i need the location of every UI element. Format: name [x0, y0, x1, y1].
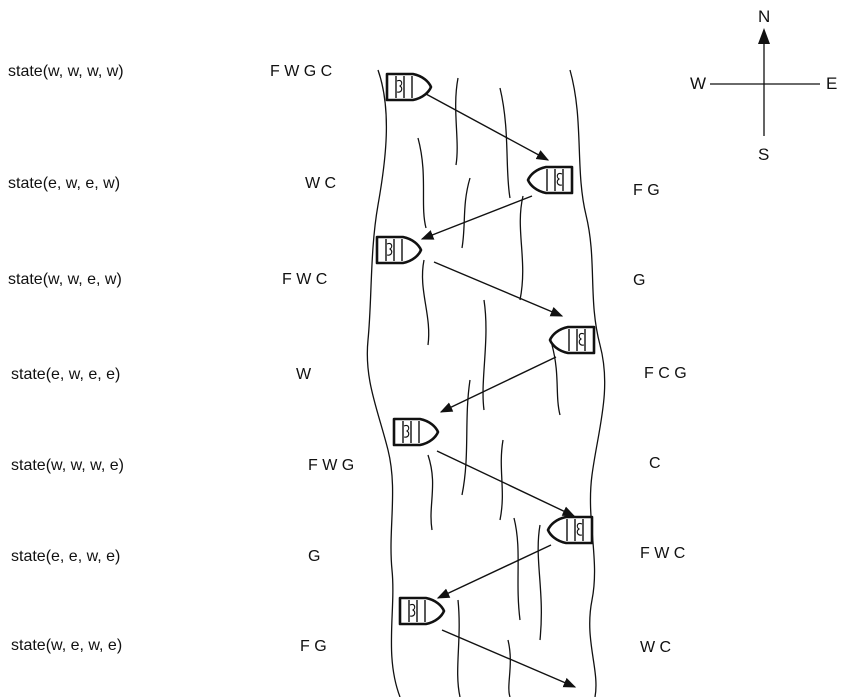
crossing-arrow — [420, 195, 533, 240]
compass-west-label: W — [690, 74, 707, 93]
state-label: state(w, w, w, e) — [11, 457, 124, 474]
boat-icon — [398, 596, 446, 626]
west-bank-occupants: W — [296, 366, 312, 383]
state-label: state(w, e, w, e) — [11, 637, 123, 654]
boat-icon — [392, 417, 440, 447]
west-bank-occupants: F W G C — [270, 63, 333, 80]
state-label: state(w, w, e, w) — [8, 271, 122, 288]
river-west-bank — [366, 69, 401, 697]
east-bank-occupants: F G — [633, 182, 660, 199]
current-line — [455, 77, 459, 166]
west-bank-occupants: F W G — [308, 457, 355, 474]
east-bank-occupants: F W C — [640, 545, 686, 562]
compass-north-label: N — [758, 7, 771, 26]
crossing-arrow — [425, 93, 550, 161]
boat-icon — [385, 72, 433, 102]
current-line — [427, 454, 434, 531]
boats — [375, 72, 596, 626]
east-bank-occupants: G — [633, 272, 646, 289]
boat-icon — [375, 235, 423, 265]
east-bank-occupants: F C G — [644, 365, 687, 382]
west-bank-occupants: G — [308, 548, 321, 565]
crossing-arrow — [439, 356, 557, 413]
current-line — [482, 299, 487, 411]
state-label: state(e, w, e, w) — [8, 175, 121, 192]
current-line — [537, 524, 542, 641]
crossing-arrow — [433, 261, 564, 317]
current-line — [513, 517, 521, 621]
boat-icon — [546, 515, 594, 545]
river — [366, 69, 606, 697]
west-bank-occupants: W C — [305, 175, 337, 192]
crossing-arrows — [420, 93, 577, 688]
crossing-arrow — [441, 629, 577, 688]
compass-south-label: S — [758, 145, 770, 164]
current-line — [551, 344, 561, 416]
compass — [710, 28, 820, 136]
east-bank-occupants: C — [649, 455, 661, 472]
west-bank-occupants: F W C — [282, 271, 328, 288]
current-line — [499, 87, 511, 199]
state-label: state(w, w, w, w) — [8, 63, 124, 80]
current-line — [499, 439, 504, 521]
river-east-bank — [569, 69, 606, 697]
east-bank-occupants: W C — [640, 639, 672, 656]
current-line — [461, 379, 471, 496]
north-arrow-icon — [758, 28, 770, 44]
boat-icon — [548, 325, 596, 355]
state-label: state(e, e, w, e) — [11, 548, 121, 565]
current-line — [417, 137, 427, 229]
crossing-arrow — [436, 544, 552, 599]
current-line — [457, 599, 461, 697]
current-line — [421, 259, 430, 346]
current-line — [461, 177, 471, 249]
crossing-arrow — [436, 450, 576, 517]
current-line — [507, 639, 511, 697]
compass-east-label: E — [826, 74, 838, 93]
state-label: state(e, w, e, e) — [11, 366, 121, 383]
current-line — [519, 195, 524, 301]
boat-icon — [526, 165, 574, 195]
west-bank-occupants: F G — [300, 638, 327, 655]
